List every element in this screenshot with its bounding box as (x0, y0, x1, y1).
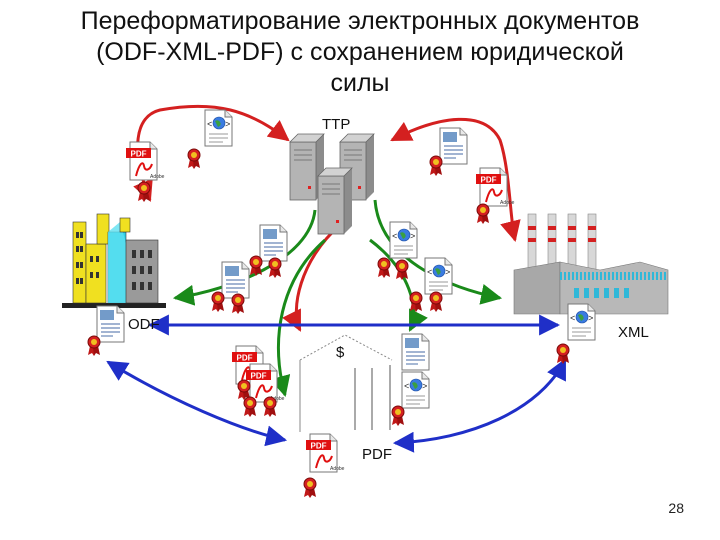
pdf-label: PDF (362, 446, 392, 463)
odf-document-icon (439, 127, 468, 165)
xml-document-icon (401, 371, 430, 409)
seal-icon (211, 291, 225, 313)
dollar-label: $ (336, 344, 345, 361)
slide-title: Переформатирование электронных документо… (0, 6, 720, 99)
odf-document-icon (221, 261, 250, 299)
seal-icon (187, 148, 201, 170)
office-building-icon (62, 213, 166, 308)
payment-tag-icon (299, 334, 393, 432)
title-line-3: силы (330, 69, 390, 97)
ttp-server-icon (289, 133, 375, 235)
seal-icon (303, 477, 317, 499)
odf-document-icon (259, 224, 288, 262)
pdf-document-icon (125, 141, 166, 181)
xml-document-icon (389, 221, 418, 259)
title-line-2: (ODF-XML-PDF) с сохранением юридической (96, 38, 624, 66)
seal-icon (476, 203, 490, 225)
seal-icon (391, 405, 405, 427)
seal-icon (268, 257, 282, 279)
seal-icon (243, 396, 257, 418)
page-number: 28 (668, 500, 684, 516)
seal-icon (556, 343, 570, 365)
xml-document-icon (424, 257, 453, 295)
title-line-1: Переформатирование электронных документо… (80, 7, 640, 35)
ttp-label: TTP (322, 116, 351, 133)
seal-icon (377, 257, 391, 279)
seal-icon (429, 291, 443, 313)
seal-icon (263, 396, 277, 418)
blue-arrows (106, 314, 567, 453)
seal-icon (395, 259, 409, 281)
xml-document-icon (204, 109, 233, 147)
pdf-document-icon (305, 433, 346, 473)
odf-document-icon (401, 333, 430, 371)
factory-icon (513, 213, 669, 315)
seal-icon (231, 293, 245, 315)
odf-document-icon (96, 305, 125, 343)
seal-icon (429, 155, 443, 177)
seal-icon (87, 335, 101, 357)
seal-icon (249, 255, 263, 277)
seal-icon (137, 181, 151, 203)
xml-document-icon (567, 303, 596, 341)
xml-label: XML (618, 324, 649, 341)
odf-label: ODF (128, 316, 160, 333)
seal-icon (409, 291, 423, 313)
